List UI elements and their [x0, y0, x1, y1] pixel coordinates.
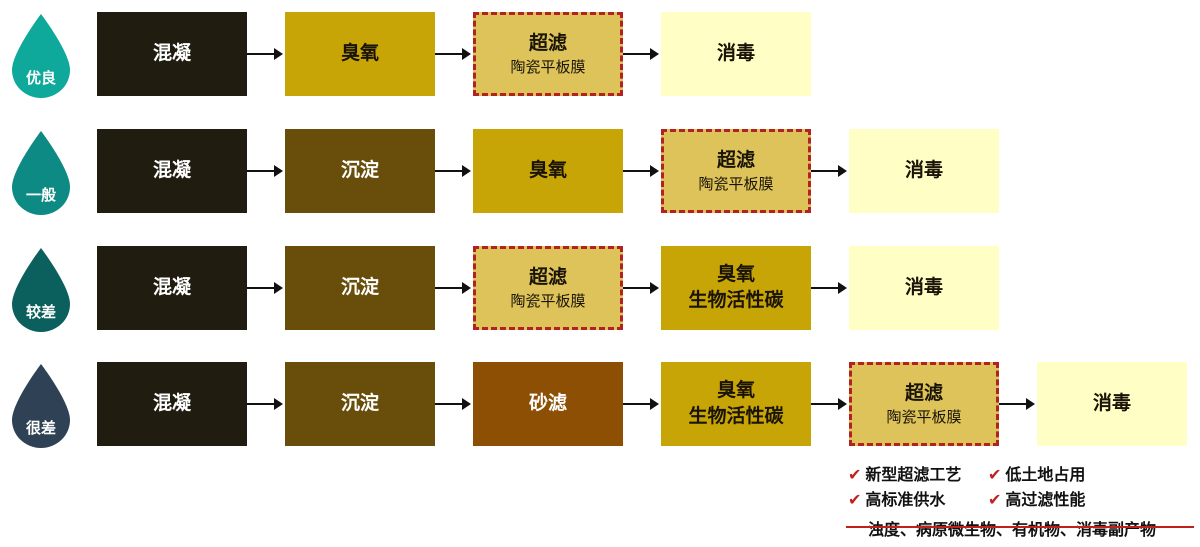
process-step-ultrafiltration: 超滤陶瓷平板膜 — [661, 129, 811, 213]
water-quality-label: 很差 — [25, 419, 56, 437]
step-title: 消毒 — [904, 159, 943, 182]
process-step-sedimentation: 沉淀 — [285, 246, 435, 330]
water-quality-label: 较差 — [25, 303, 56, 321]
process-step-ozone: 臭氧生物活性碳 — [661, 246, 811, 330]
process-step-ultrafiltration: 超滤陶瓷平板膜 — [849, 362, 999, 446]
flow-arrow — [435, 165, 471, 177]
step-title: 混凝 — [152, 392, 191, 415]
step-title: 臭氧 — [340, 42, 379, 65]
flow-arrow — [623, 282, 659, 294]
feature-item-low-land: ✔低土地占用 — [988, 465, 1086, 484]
water-quality-drop-icon: 一般 — [10, 131, 72, 215]
removed-contaminants-text: 浊度、病原微生物、有机物、消毒副产物 — [868, 520, 1157, 539]
step-title: 沉淀 — [340, 392, 379, 415]
water-quality-label: 一般 — [25, 186, 56, 204]
flow-arrow — [247, 398, 283, 410]
flow-arrow — [435, 282, 471, 294]
step-subtitle: 陶瓷平板膜 — [510, 291, 586, 310]
feature-item-high-filtration: ✔高过滤性能 — [988, 490, 1086, 509]
step-subtitle: 陶瓷平板膜 — [886, 407, 962, 426]
strikethrough-line — [846, 526, 1194, 528]
process-step-sedimentation: 沉淀 — [285, 129, 435, 213]
flow-arrow — [623, 48, 659, 60]
check-icon: ✔ — [988, 465, 1002, 484]
step-title: 混凝 — [152, 159, 191, 182]
process-step-sand-filtration: 砂滤 — [473, 362, 623, 446]
process-step-ozone: 臭氧 — [473, 129, 623, 213]
check-icon: ✔ — [848, 465, 862, 484]
flow-arrow — [435, 398, 471, 410]
process-step-disinfection: 消毒 — [849, 246, 999, 330]
process-step-coagulation: 混凝 — [97, 246, 247, 330]
process-step-ultrafiltration: 超滤陶瓷平板膜 — [473, 246, 623, 330]
step-title: 消毒 — [904, 276, 943, 299]
step-title: 超滤 — [528, 266, 567, 289]
process-step-coagulation: 混凝 — [97, 362, 247, 446]
check-icon: ✔ — [848, 490, 862, 509]
flow-arrow — [623, 398, 659, 410]
flow-arrow — [811, 398, 847, 410]
step-title: 臭氧 — [528, 159, 567, 182]
flow-arrow — [247, 48, 283, 60]
step-title: 沉淀 — [340, 276, 379, 299]
step-title: 臭氧 — [716, 379, 755, 402]
step-subtitle: 生物活性碳 — [688, 405, 784, 427]
step-subtitle: 陶瓷平板膜 — [698, 174, 774, 193]
flow-arrow — [247, 282, 283, 294]
flow-arrow — [435, 48, 471, 60]
flow-arrow — [999, 398, 1035, 410]
process-step-ultrafiltration: 超滤陶瓷平板膜 — [473, 12, 623, 96]
step-title: 沉淀 — [340, 159, 379, 182]
step-title: 砂滤 — [528, 392, 567, 415]
step-title: 超滤 — [528, 32, 567, 55]
step-title: 消毒 — [1092, 392, 1131, 415]
step-title: 超滤 — [716, 149, 755, 172]
water-quality-drop-icon: 优良 — [10, 14, 72, 98]
process-step-disinfection: 消毒 — [849, 129, 999, 213]
step-subtitle: 生物活性碳 — [688, 289, 784, 311]
process-step-coagulation: 混凝 — [97, 129, 247, 213]
check-icon: ✔ — [988, 490, 1002, 509]
process-step-ozone: 臭氧 — [285, 12, 435, 96]
step-title: 消毒 — [716, 42, 755, 65]
process-step-disinfection: 消毒 — [661, 12, 811, 96]
flow-arrow — [811, 165, 847, 177]
water-quality-label: 优良 — [25, 69, 56, 87]
process-step-sedimentation: 沉淀 — [285, 362, 435, 446]
step-title: 臭氧 — [716, 263, 755, 286]
process-step-disinfection: 消毒 — [1037, 362, 1187, 446]
feature-item-high-standard: ✔高标准供水 — [848, 490, 946, 509]
process-step-coagulation: 混凝 — [97, 12, 247, 96]
step-subtitle: 陶瓷平板膜 — [510, 57, 586, 76]
flow-arrow — [623, 165, 659, 177]
step-title: 混凝 — [152, 276, 191, 299]
water-quality-drop-icon: 较差 — [10, 248, 72, 332]
water-quality-drop-icon: 很差 — [10, 364, 72, 448]
step-title: 混凝 — [152, 42, 191, 65]
process-step-ozone: 臭氧生物活性碳 — [661, 362, 811, 446]
step-title: 超滤 — [904, 382, 943, 405]
flow-arrow — [247, 165, 283, 177]
flow-arrow — [811, 282, 847, 294]
feature-item-new-uf: ✔新型超滤工艺 — [848, 465, 962, 484]
